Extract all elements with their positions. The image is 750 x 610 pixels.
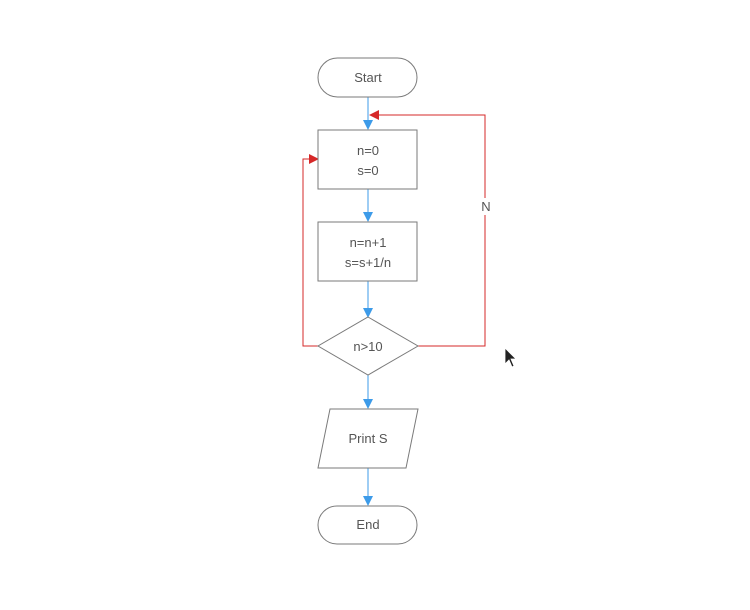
decision-node[interactable]: n>10 (317, 316, 419, 376)
edge-decision-to-init-left (302, 154, 319, 347)
edge-label-n: N (481, 199, 490, 214)
init-process-node[interactable]: n=0 s=0 (317, 129, 418, 190)
start-label: Start (354, 70, 382, 85)
end-label: End (356, 517, 379, 532)
init-line-1: n=0 (357, 143, 379, 158)
mouse-cursor-icon (504, 347, 517, 368)
update-process-node[interactable]: n=n+1 s=s+1/n (317, 221, 418, 282)
print-label: Print S (348, 431, 387, 446)
decision-label: n>10 (353, 339, 382, 354)
update-line-1: n=n+1 (350, 235, 387, 250)
update-line-2: s=s+1/n (345, 255, 391, 270)
start-node[interactable]: Start (317, 57, 418, 98)
edge-label-bg (478, 198, 493, 215)
edge-decision-to-top-right (369, 110, 486, 347)
end-node[interactable]: End (317, 505, 418, 545)
init-line-2: s=0 (357, 163, 378, 178)
print-io-node[interactable]: Print S (317, 408, 419, 469)
